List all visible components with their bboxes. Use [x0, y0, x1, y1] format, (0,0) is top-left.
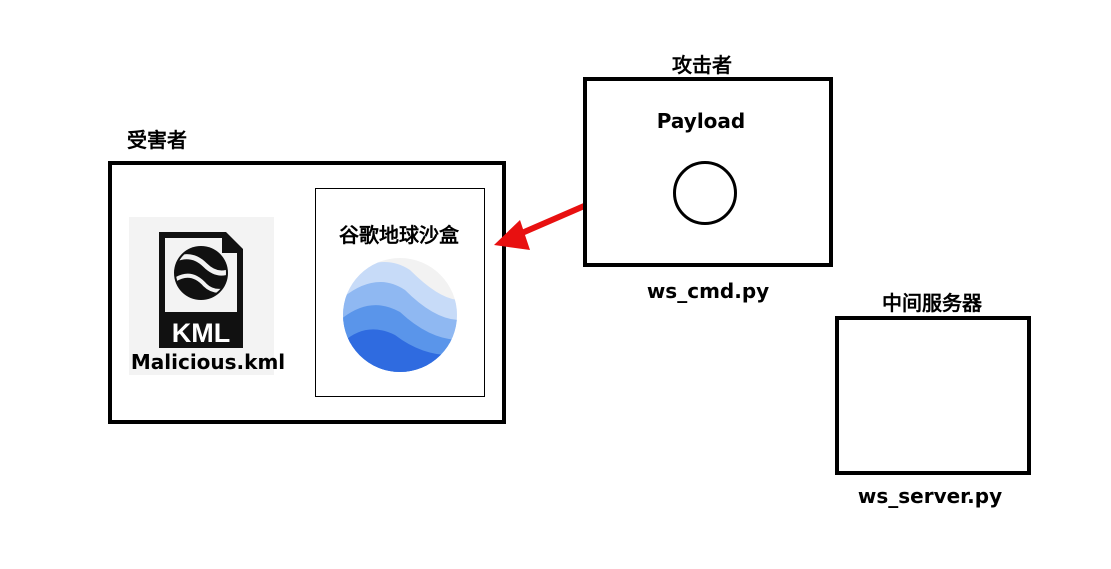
kml-file-name: Malicious.kml [130, 350, 286, 374]
attacker-script-name: ws_cmd.py [646, 279, 770, 303]
kml-file-icon: KML [159, 232, 243, 348]
attacker-label: 攻击者 [672, 53, 732, 77]
server-script-name: ws_server.py [857, 484, 1003, 508]
payload-circle [673, 161, 737, 225]
sandbox-label: 谷歌地球沙盒 [339, 223, 459, 247]
kml-icon-text: KML [172, 318, 230, 348]
server-label: 中间服务器 [882, 291, 982, 315]
payload-label: Payload [656, 109, 746, 133]
server-box [835, 316, 1031, 475]
victim-label: 受害者 [127, 128, 187, 152]
google-earth-globe-icon [343, 258, 457, 372]
